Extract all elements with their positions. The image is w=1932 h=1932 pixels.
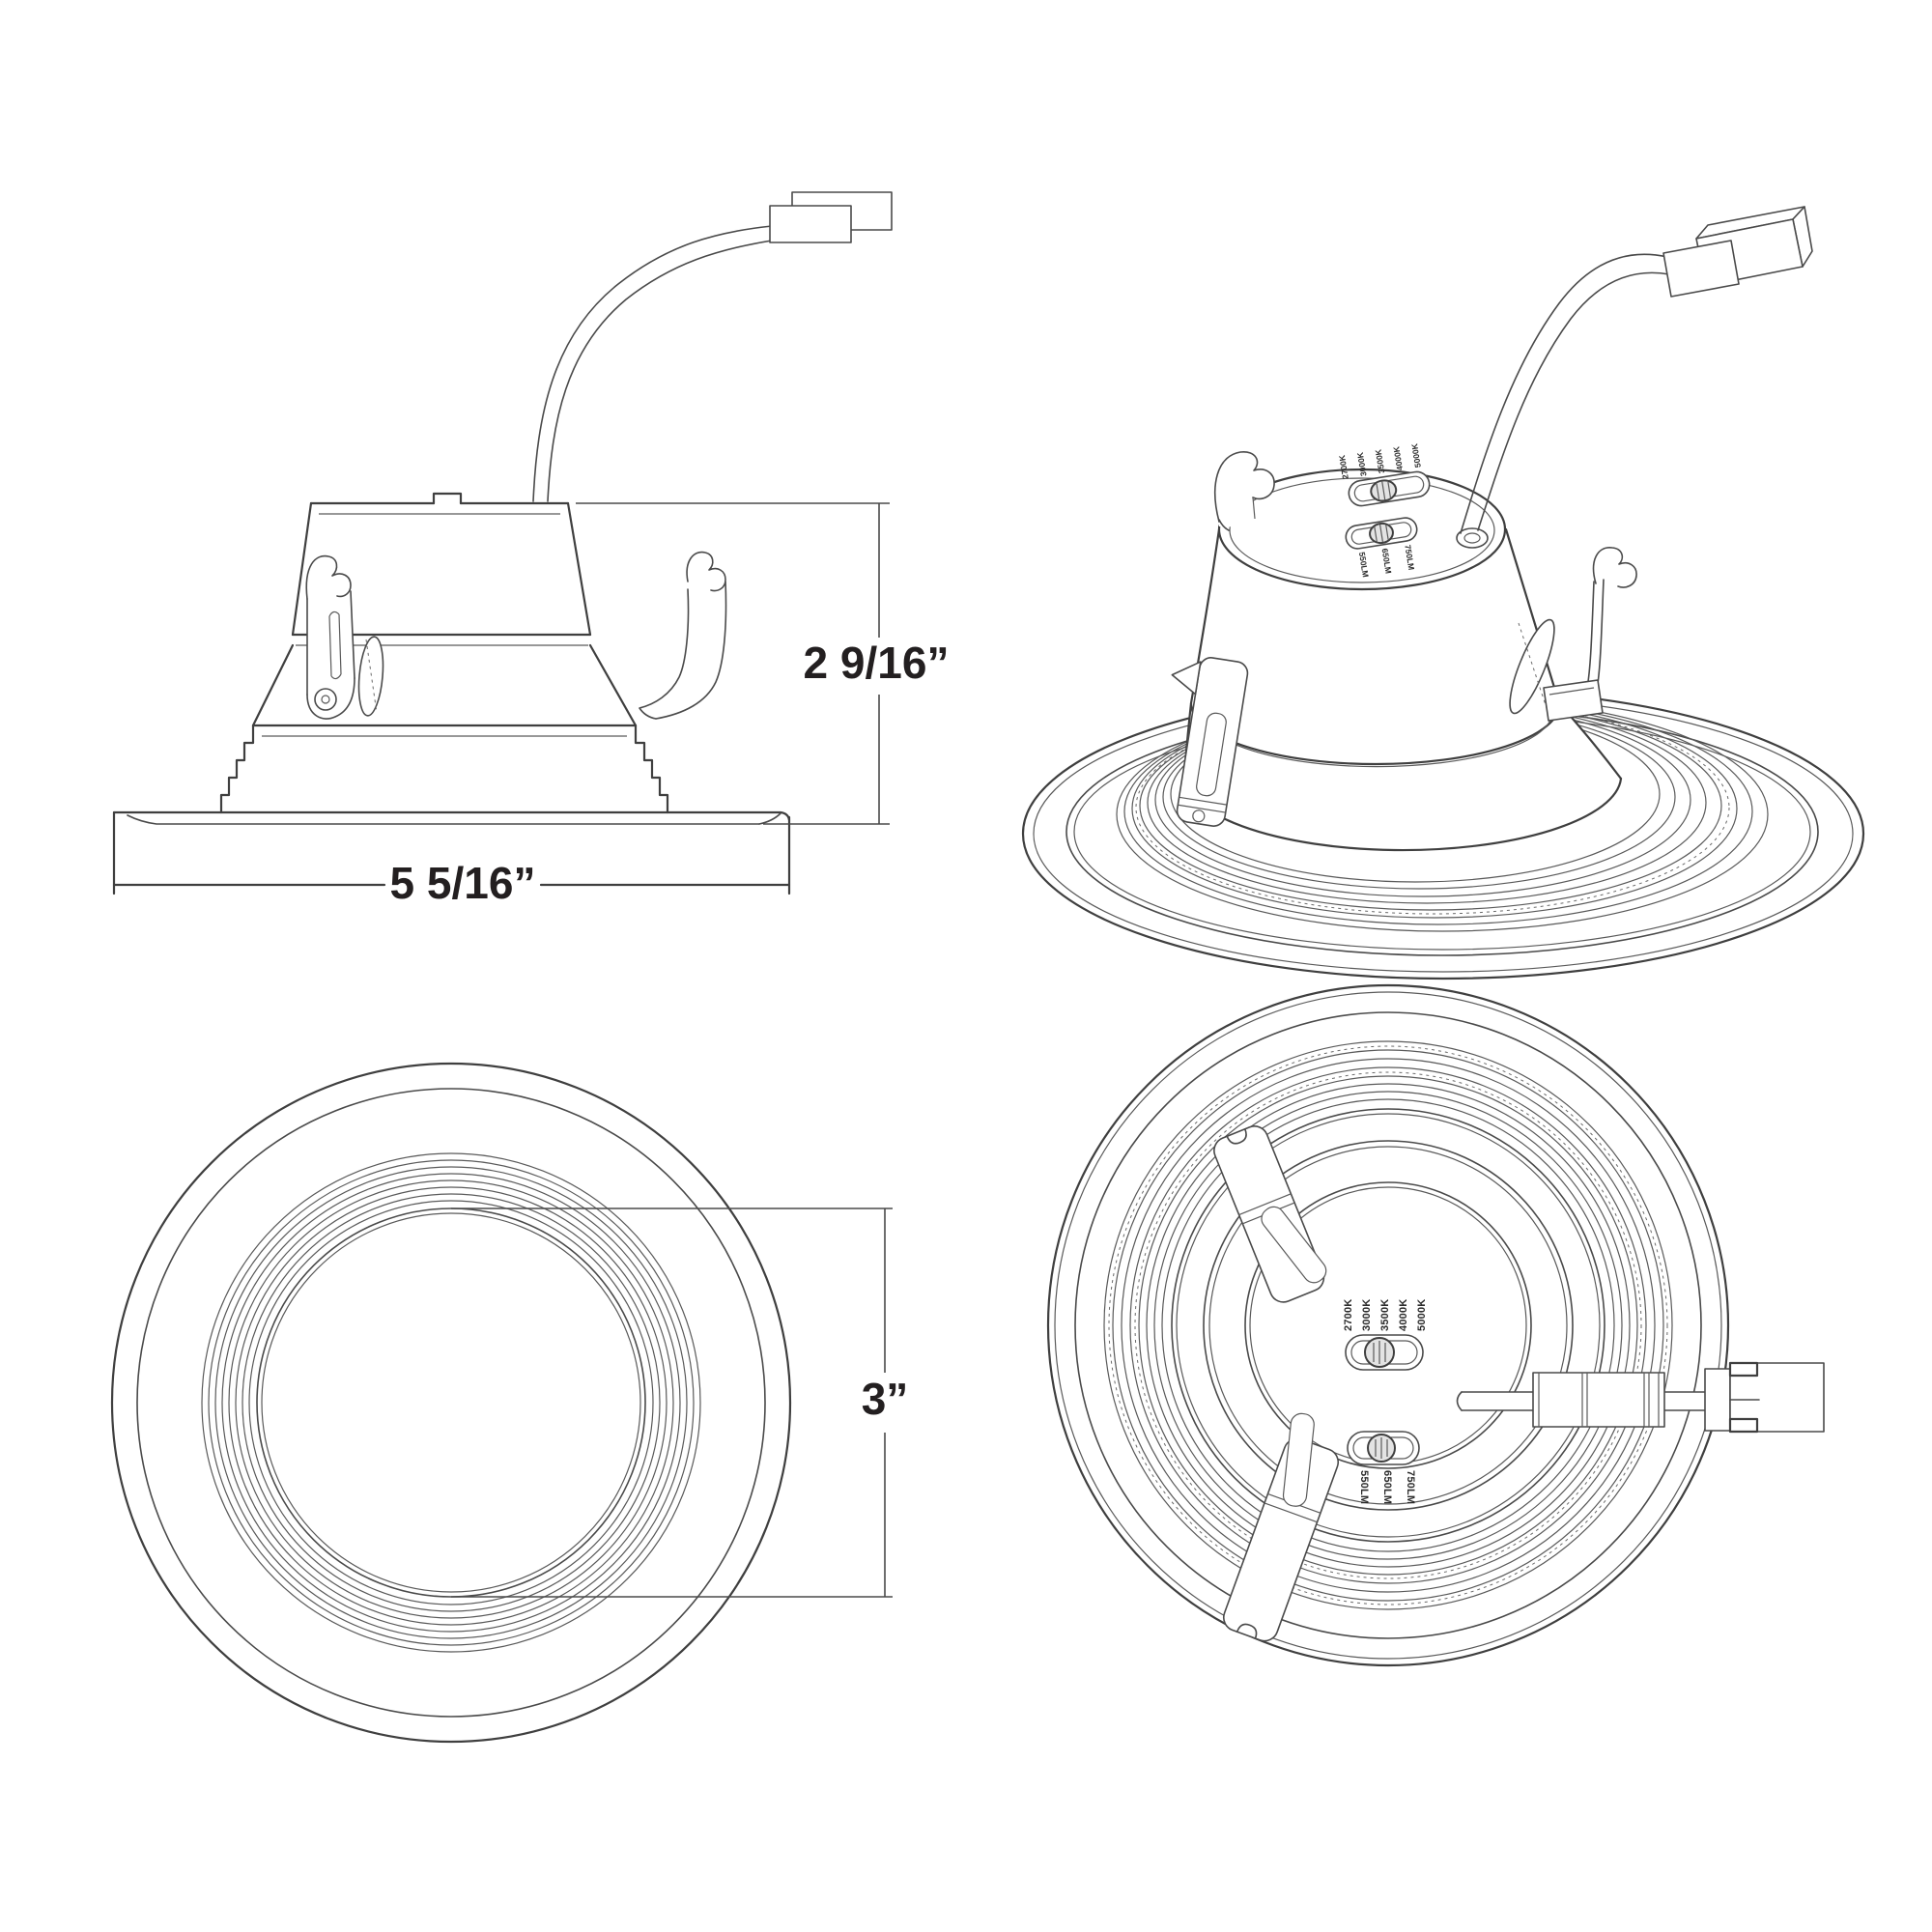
back-lumen-labels: 550LM 650LM 750LM — [1358, 1470, 1416, 1504]
side-view: 2 9/16” 5 5/16” — [112, 191, 950, 908]
persp-cct-switch: 2700K 3000K 3500K 4000K 5000K — [1337, 442, 1431, 507]
clip-spring-coil — [357, 636, 384, 717]
perspective-view: 2700K 3000K 3500K 4000K 5000K 550LM 650L… — [1021, 206, 1865, 980]
persp-lumen-switch: 550LM 650LM 750LM — [1345, 517, 1418, 578]
svg-text:2700K: 2700K — [1343, 1299, 1354, 1331]
connector-front-shell — [769, 205, 852, 243]
persp-clip-back-left — [1213, 451, 1275, 531]
back-cct-labels: 2700K 3000K 3500K 4000K 5000K — [1343, 1299, 1428, 1331]
side-wire-connector — [769, 191, 893, 243]
back-trim-circles — [1046, 983, 1730, 1667]
back-view: 2700K 3000K 3500K 4000K 5000K 550LM 650L… — [1046, 983, 1825, 1667]
svg-text:550LM: 550LM — [1357, 552, 1371, 579]
dimension-aperture: 3” — [451, 1208, 909, 1598]
persp-clip-right — [1509, 547, 1637, 722]
back-clip-upper — [1213, 1125, 1327, 1303]
svg-text:3500K: 3500K — [1373, 448, 1386, 474]
side-baffle-steps — [219, 724, 669, 814]
persp-wire-hole — [1456, 527, 1489, 549]
clip-rivet — [314, 688, 337, 711]
svg-text:4000K: 4000K — [1398, 1299, 1409, 1331]
svg-text:650LM: 650LM — [1380, 548, 1394, 575]
persp-wire-connector — [1662, 206, 1813, 298]
height-dimension-label: 2 9/16” — [804, 638, 950, 688]
dimension-height: 2 9/16” — [576, 502, 950, 825]
front-trim-circles — [110, 1062, 792, 1744]
side-wire — [532, 225, 773, 502]
side-flange — [112, 810, 791, 895]
svg-text:5000K: 5000K — [1416, 1299, 1428, 1331]
back-wire-bracket — [1532, 1372, 1665, 1428]
svg-text:5000K: 5000K — [1409, 442, 1423, 469]
persp-wire — [1460, 253, 1670, 534]
side-clip-right — [639, 551, 727, 720]
persp-clip-front-left — [1171, 657, 1249, 827]
persp-lumen-labels: 550LM 650LM 750LM — [1357, 544, 1416, 578]
width-dimension-label: 5 5/16” — [390, 858, 536, 908]
svg-text:3000K: 3000K — [1361, 1299, 1373, 1331]
svg-text:650LM: 650LM — [1381, 1470, 1393, 1504]
svg-text:3500K: 3500K — [1379, 1299, 1391, 1331]
persp-clip-spring-coil — [1509, 618, 1555, 715]
svg-text:3000K: 3000K — [1355, 451, 1369, 477]
front-view: 3” — [110, 1062, 909, 1744]
back-cct-switch: 2700K 3000K 3500K 4000K 5000K — [1343, 1299, 1428, 1371]
svg-text:750LM: 750LM — [1403, 544, 1416, 571]
back-clip-lower — [1222, 1412, 1340, 1642]
side-clip-left — [305, 554, 384, 720]
svg-text:750LM: 750LM — [1405, 1470, 1416, 1504]
side-housing — [251, 492, 638, 727]
svg-text:2700K: 2700K — [1337, 454, 1350, 480]
back-lumen-switch: 550LM 650LM 750LM — [1347, 1431, 1420, 1504]
back-wire-connector — [1704, 1361, 1825, 1434]
aperture-dimension-label: 3” — [862, 1374, 909, 1424]
dimension-width: 5 5/16” — [390, 858, 536, 908]
svg-text:4000K: 4000K — [1391, 445, 1405, 471]
persp-cct-labels: 2700K 3000K 3500K 4000K 5000K — [1337, 442, 1423, 480]
svg-text:550LM: 550LM — [1358, 1470, 1370, 1504]
